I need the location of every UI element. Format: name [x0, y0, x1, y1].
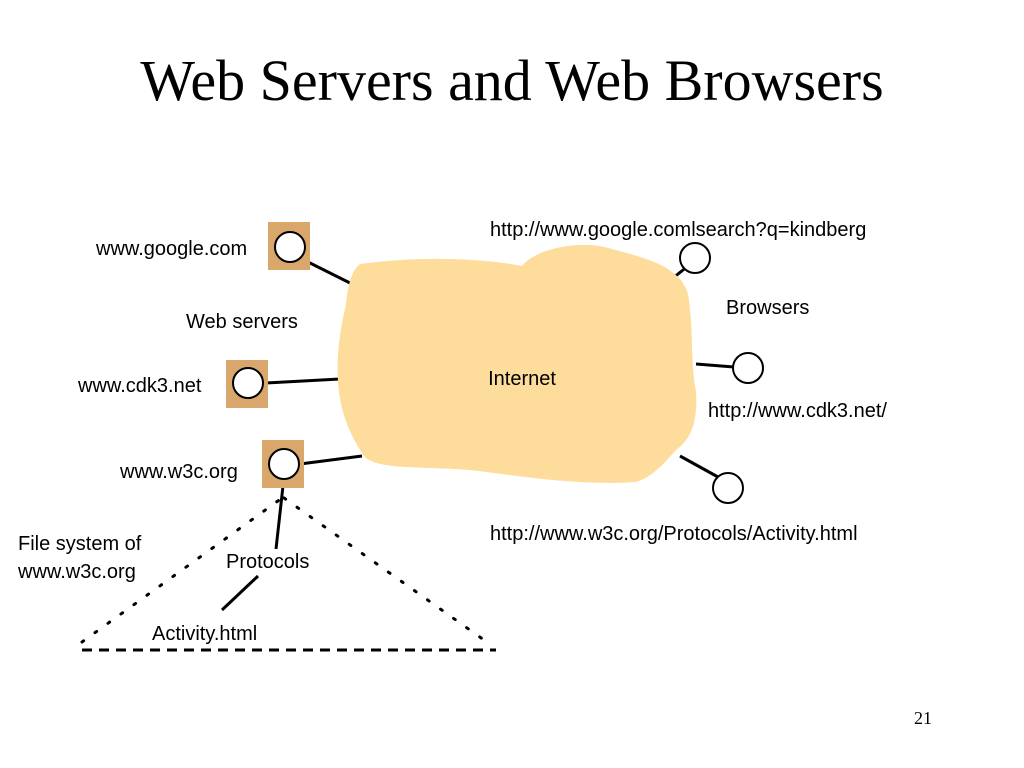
browser-google-circle: [679, 242, 711, 274]
url-w3c-activity: http://www.w3c.org/Protocols/Activity.ht…: [490, 523, 858, 545]
link-w3c-internet: [299, 454, 363, 466]
internet-label: Internet: [488, 368, 556, 390]
fs-triangle-right-edge: [282, 496, 486, 642]
slide-title: Web Servers and Web Browsers: [140, 48, 884, 113]
link-internet-browser-w3c: [679, 454, 719, 479]
server-cdk3: [226, 360, 268, 408]
activity-html-label: Activity.html: [152, 623, 257, 645]
link-protocols-activity: [220, 574, 260, 612]
link-google-internet: [307, 260, 353, 286]
link-w3c-protocols: [274, 485, 285, 550]
server-node-circle: [274, 231, 306, 263]
web-servers-label: Web servers: [186, 311, 298, 333]
url-google-search: http://www.google.comlsearch?q=kindberg: [490, 219, 866, 241]
server-google: [268, 222, 310, 270]
internet-cloud: [337, 244, 697, 483]
link-cdk3-internet: [265, 377, 341, 385]
page-number: 21: [914, 708, 932, 728]
server-cdk3-label: www.cdk3.net: [77, 375, 202, 397]
protocols-label: Protocols: [226, 551, 309, 573]
browser-cdk3-circle: [732, 352, 764, 384]
link-internet-browser-cdk3: [695, 362, 735, 369]
server-w3c: [262, 440, 304, 488]
server-google-label: www.google.com: [95, 238, 247, 260]
browser-w3c-circle: [712, 472, 744, 504]
server-node-circle: [232, 367, 264, 399]
server-node-circle: [268, 448, 300, 480]
url-cdk3: http://www.cdk3.net/: [708, 400, 887, 422]
file-system-label-line1: File system of: [18, 533, 142, 555]
file-system-label-line2: www.w3c.org: [17, 561, 136, 583]
browsers-label: Browsers: [726, 297, 809, 319]
server-w3c-label: www.w3c.org: [119, 461, 238, 483]
